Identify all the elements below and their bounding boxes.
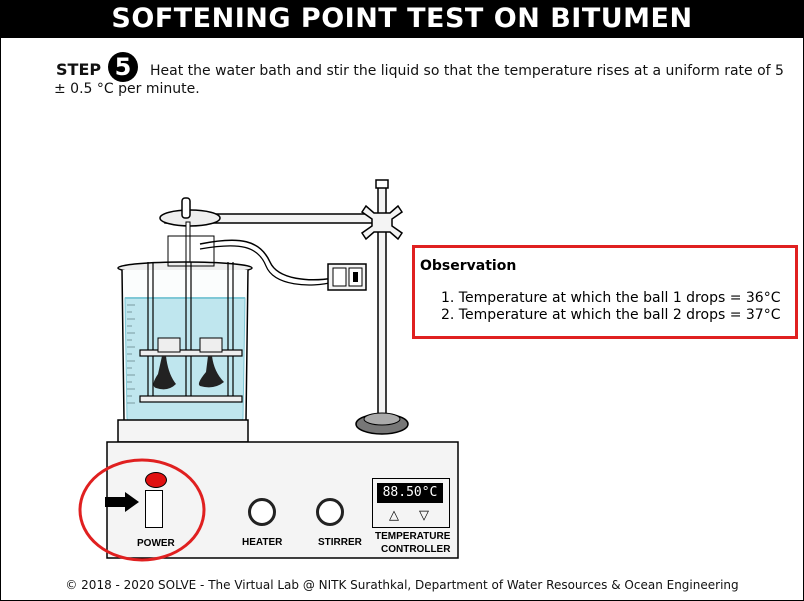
observation-item: 2. Temperature at which the ball 2 drops… [441, 307, 781, 323]
temperature-display: 88.50°C [377, 483, 443, 503]
step-number-badge: 5 [108, 52, 138, 82]
page-title: SOFTENING POINT TEST ON BITUMEN [0, 0, 804, 38]
controller-label-1: TEMPERATURE [375, 531, 451, 542]
water-bath [124, 297, 246, 427]
heater-button[interactable] [248, 498, 276, 526]
stirrer-label: STIRRER [318, 537, 362, 548]
observation-list: 1. Temperature at which the ball 1 drops… [441, 290, 780, 324]
step-text-line1: Heat the water bath and stir the liquid … [150, 63, 784, 79]
step-label: STEP [56, 60, 102, 79]
power-arrow-icon [105, 492, 141, 512]
temperature-controller: 88.50°C △ ▽ [372, 478, 450, 528]
power-highlight [78, 458, 206, 562]
power-label: POWER [137, 538, 175, 549]
step-text-line2: ± 0.5 °C per minute. [54, 81, 200, 97]
temp-up-button[interactable]: △ [389, 508, 399, 523]
temp-down-button[interactable]: ▽ [419, 508, 429, 523]
controller-label-2: CONTROLLER [381, 544, 451, 555]
bitumen-drop-2 [198, 356, 224, 388]
observation-panel: Observation 1. Temperature at which the … [412, 245, 798, 339]
power-switch-button[interactable] [145, 490, 163, 528]
stirrer-button[interactable] [316, 498, 344, 526]
clamp-cross [360, 204, 404, 241]
footer-copyright: © 2018 - 2020 SOLVE - The Virtual Lab @ … [65, 578, 739, 592]
observation-item: 1. Temperature at which the ball 1 drops… [441, 290, 781, 306]
heater-label: HEATER [242, 537, 283, 548]
power-indicator-light [145, 472, 167, 488]
observation-title: Observation [420, 258, 517, 274]
bitumen-drop-1 [153, 356, 176, 390]
